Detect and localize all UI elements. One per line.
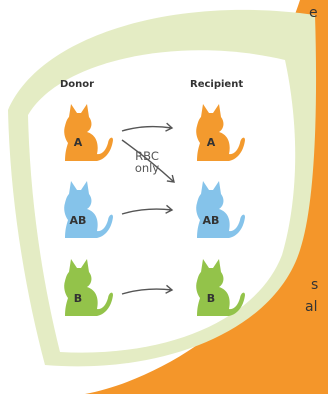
rbc-only-note: RBC only [127,150,167,174]
donor-ab-label: AB [70,214,87,227]
recipient-header: Recipient [190,79,244,90]
arrow-icon [121,284,174,295]
leaf-inner-panel [28,50,296,353]
donor-b-label: B [74,292,82,305]
arrow-icon [121,204,174,215]
recipient-ab-label: AB [203,214,220,227]
curved-arrow-icon [121,139,175,183]
cropped-text-fragment: s [311,277,319,293]
recipient-a-label: A [207,136,216,149]
arrow-icon [121,122,174,132]
donor-header: Donor [60,79,95,90]
rbc-note-line1: RBC [135,149,159,163]
cropped-text-fragment: al [305,299,318,315]
cropped-text-fragment: e [309,5,318,21]
rbc-note-line2: only [134,161,160,175]
donor-a-label: A [74,136,83,149]
recipient-b-label: B [207,292,215,305]
